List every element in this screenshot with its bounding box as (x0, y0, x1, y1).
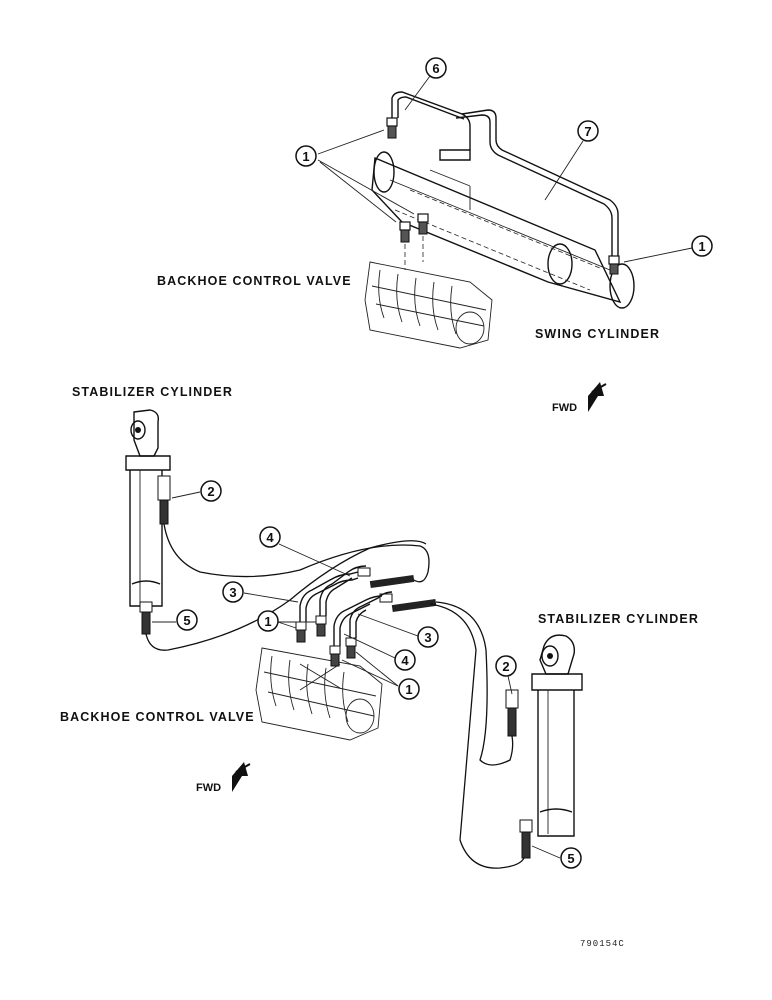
backhoe-control-valve-bottom (255, 647, 383, 741)
callout-bot-1b: 1 (341, 651, 420, 700)
fitting-top-right (608, 255, 620, 275)
svg-text:7: 7 (584, 124, 591, 139)
svg-text:2: 2 (207, 484, 214, 499)
svg-text:2: 2 (502, 659, 509, 674)
svg-text:FWD: FWD (552, 402, 577, 414)
callout-bot-2a: 2 (171, 480, 222, 502)
callout-top-6: 6 (404, 57, 447, 111)
label-stabilizer-cylinder-right: STABILIZER CYLINDER (538, 612, 699, 626)
callout-bot-4a: 4 (259, 526, 351, 577)
callout-top-1b: 1 (623, 235, 713, 263)
callout-bot-3a: 3 (222, 581, 299, 603)
svg-text:5: 5 (567, 851, 574, 866)
svg-text:1: 1 (264, 614, 271, 629)
bottom-tubes (299, 565, 393, 646)
callout-bot-2b: 2 (495, 655, 517, 695)
svg-text:1: 1 (405, 682, 412, 697)
svg-text:1: 1 (302, 149, 309, 164)
svg-text:3: 3 (424, 630, 431, 645)
figure-code: 790154C (580, 939, 625, 949)
svg-text:6: 6 (432, 61, 439, 76)
fitting-top-left (399, 221, 411, 243)
callout-bot-5a: 5 (152, 609, 198, 631)
svg-text:4: 4 (266, 530, 274, 545)
fitting-top-mid (417, 213, 429, 235)
callout-bot-5b: 5 (531, 845, 582, 869)
callout-top-7: 7 (544, 120, 599, 201)
fitting-top-upper (386, 117, 398, 139)
callout-bot-4b: 4 (343, 633, 416, 671)
label-backhoe-control-valve-top: BACKHOE CONTROL VALVE (157, 274, 352, 288)
bottom-hoses (145, 523, 525, 869)
backhoe-control-valve-top (364, 261, 493, 349)
fwd-arrow-top: FWD (552, 382, 607, 414)
callout-bot-3b: 3 (357, 613, 439, 648)
stabilizer-cylinder-right (505, 634, 583, 859)
callout-top-1a: 1 (295, 129, 415, 223)
bottom-valve-fittings (295, 567, 437, 667)
callout-bot-1a: 1 (257, 610, 316, 632)
svg-text:4: 4 (401, 653, 409, 668)
label-swing-cylinder: SWING CYLINDER (535, 327, 660, 341)
stabilizer-cylinder-left (125, 409, 171, 635)
label-stabilizer-cylinder-left: STABILIZER CYLINDER (72, 385, 233, 399)
svg-text:FWD: FWD (196, 782, 221, 794)
label-backhoe-control-valve-bottom: BACKHOE CONTROL VALVE (60, 710, 255, 724)
svg-text:5: 5 (183, 613, 190, 628)
svg-text:1: 1 (698, 239, 705, 254)
swing-cylinder-assembly (364, 91, 635, 349)
fwd-arrow-bottom: FWD (196, 762, 251, 794)
svg-text:3: 3 (229, 585, 236, 600)
